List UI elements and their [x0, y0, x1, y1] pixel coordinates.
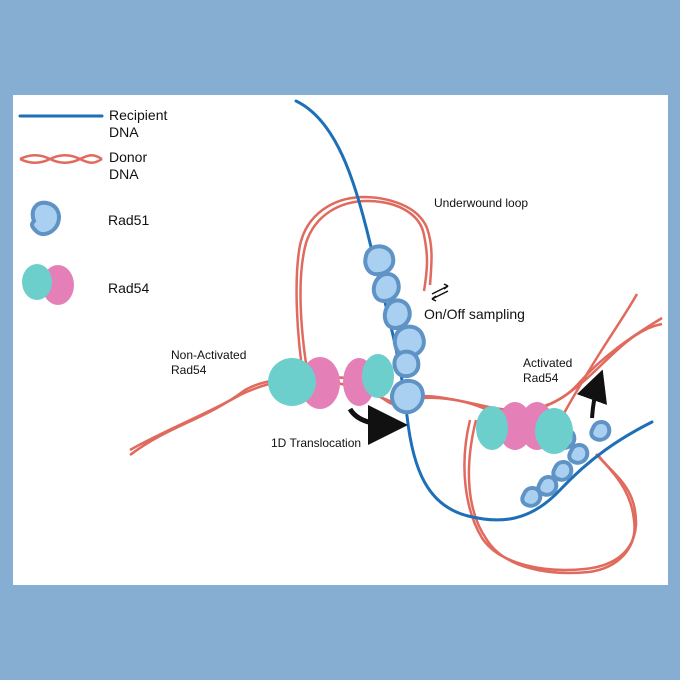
translocation-label: 1D Translocation [271, 436, 362, 450]
on-off-sampling-label: On/Off sampling [424, 306, 525, 322]
legend-recipient-dna-label-line-2: DNA [109, 124, 139, 140]
non-activated-rad54-complex [268, 354, 394, 409]
legend-donor-dna-label-line-1: Donor [109, 149, 148, 165]
translocation-arrow [347, 404, 408, 445]
non-activated-rad54-label-line-2: Rad54 [171, 363, 207, 377]
legend-rad54-icon [22, 264, 74, 305]
legend-recipient-dna-label-line-1: Recipient [109, 107, 168, 123]
legend-donor-dna-label-line-2: DNA [109, 166, 139, 182]
activated-direction-arrow [576, 369, 607, 419]
activated-rad54-label-line-1: Activated [523, 356, 573, 370]
underwound-loop-label: Underwound loop [434, 196, 529, 210]
activated-rad54-label-line-2: Rad54 [523, 371, 559, 385]
legend-rad51-label: Rad51 [108, 212, 150, 228]
recipient-dna-strand [294, 99, 654, 522]
legend-rad54-label: Rad54 [108, 280, 150, 296]
on-off-sampling-arrows [431, 283, 449, 302]
rad51-filament [363, 244, 612, 508]
activated-rad54-complex [476, 402, 573, 454]
diagram-panel [13, 95, 668, 585]
legend-donor-dna-line [19, 154, 103, 164]
non-activated-rad54-label-line-1: Non-Activated [171, 348, 247, 362]
legend-rad51-icon [29, 200, 61, 236]
